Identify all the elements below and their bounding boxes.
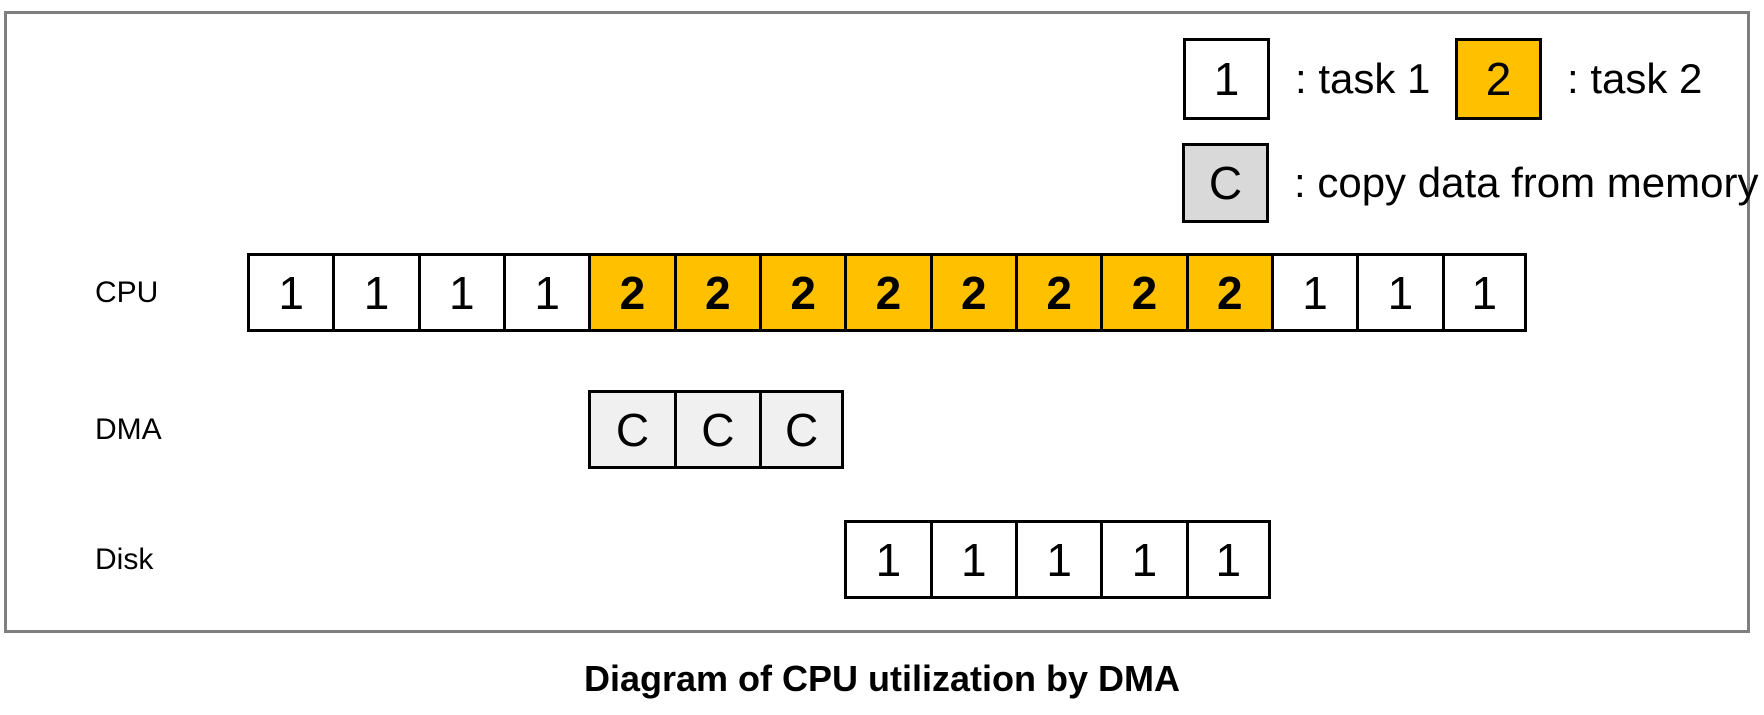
cell-task2: 2 xyxy=(844,253,930,332)
legend-swatch-copy: C xyxy=(1182,143,1269,223)
cell-task1: 1 xyxy=(1100,520,1186,599)
cell-task2: 2 xyxy=(758,253,845,332)
row-label-cpu: CPU xyxy=(95,276,159,309)
row-label-disk: Disk xyxy=(95,543,154,576)
cell-task1: 1 xyxy=(1014,520,1101,599)
cell-task1: 1 xyxy=(1270,253,1357,332)
legend-swatch-task1: 1 xyxy=(1183,38,1270,120)
legend-label-task1: : task 1 xyxy=(1295,55,1431,102)
cell-copy: C xyxy=(673,390,759,469)
cell-task2: 2 xyxy=(1100,253,1186,332)
cell-task1: 1 xyxy=(844,520,930,599)
legend-item-task2: 2 : task 2 xyxy=(1455,38,1702,120)
cell-task2: 2 xyxy=(1014,253,1101,332)
row-label-dma: DMA xyxy=(95,413,162,446)
cell-task2: 2 xyxy=(929,253,1015,332)
cell-task1: 1 xyxy=(1441,253,1527,332)
legend-item-task1: 1 : task 1 xyxy=(1183,38,1430,120)
diagram-caption: Diagram of CPU utilization by DMA xyxy=(583,658,1181,699)
legend-label-copy: : copy data from memory xyxy=(1294,159,1759,206)
cell-task2: 2 xyxy=(588,253,674,332)
legend-item-copy: C : copy data from memory xyxy=(1182,143,1758,223)
cell-task1: 1 xyxy=(929,520,1015,599)
cell-task2: 2 xyxy=(673,253,759,332)
cell-task1: 1 xyxy=(1356,253,1442,332)
legend-label-task2: : task 2 xyxy=(1567,55,1703,102)
cell-task1: 1 xyxy=(502,253,589,332)
cell-task1: 1 xyxy=(1185,520,1271,599)
cell-copy: C xyxy=(758,390,845,469)
cell-task1: 1 xyxy=(247,253,333,332)
cell-task2: 2 xyxy=(1185,253,1271,332)
cell-task1: 1 xyxy=(417,253,503,332)
legend-swatch-task2: 2 xyxy=(1455,38,1542,120)
cell-copy: C xyxy=(588,390,674,469)
cell-task1: 1 xyxy=(332,253,418,332)
